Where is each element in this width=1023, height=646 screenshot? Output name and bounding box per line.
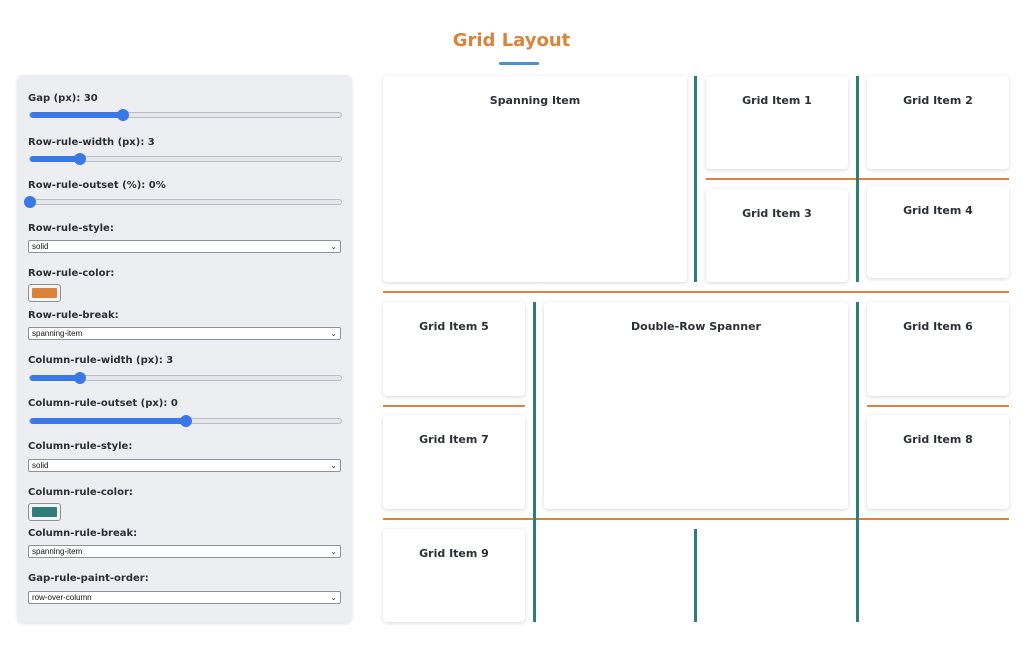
column-rule-style-select[interactable]: solid ⌄	[28, 459, 341, 472]
grid-card-4: Grid Item 4	[867, 186, 1009, 278]
gap-rule-paint-order-value: row-over-column	[32, 593, 92, 602]
row-rule-outset-label: Row-rule-outset (%): 0%	[28, 180, 166, 191]
column-rule-break-label: Column-rule-break:	[28, 528, 138, 539]
grid-card-2: Grid Item 2	[867, 76, 1009, 169]
column-rule	[694, 76, 697, 282]
card-title: Grid Item 4	[903, 204, 973, 217]
gap-rule-paint-order-label: Gap-rule-paint-order:	[28, 573, 149, 584]
chevron-down-icon: ⌄	[330, 593, 337, 602]
grid-card-7: Grid Item 7	[383, 415, 525, 509]
row-rule-break-select[interactable]: spanning-item ⌄	[28, 327, 341, 340]
card-title: Grid Item 8	[903, 433, 973, 446]
grid-card-8: Grid Item 8	[867, 415, 1009, 509]
row-rule-width-slider-thumb[interactable]	[73, 153, 86, 165]
column-rule-break-select[interactable]: spanning-item ⌄	[28, 545, 341, 558]
card-title: Grid Item 2	[903, 94, 973, 107]
column-rule-style-label: Column-rule-style:	[28, 441, 133, 452]
row-rule-color-chip	[32, 288, 57, 298]
row-rule-color-label: Row-rule-color:	[28, 268, 115, 279]
chevron-down-icon: ⌄	[330, 242, 337, 251]
row-rule-outset-slider[interactable]	[24, 196, 342, 208]
chevron-down-icon: ⌄	[330, 329, 337, 338]
card-title: Grid Item 9	[419, 547, 489, 560]
column-rule-outset-slider[interactable]	[29, 415, 342, 427]
row-rule-style-label: Row-rule-style:	[28, 223, 114, 234]
chevron-down-icon: ⌄	[330, 461, 337, 470]
card-title: Grid Item 6	[903, 320, 973, 333]
grid-card-5: Grid Item 5	[383, 302, 525, 396]
gap-slider[interactable]	[29, 109, 342, 121]
card-title: Grid Item 7	[419, 433, 489, 446]
row-rule	[383, 291, 1009, 293]
row-rule-style-select[interactable]: solid ⌄	[28, 240, 341, 253]
column-rule-outset-label: Column-rule-outset (px): 0	[28, 398, 178, 409]
row-rule	[383, 405, 525, 407]
column-rule	[533, 302, 536, 622]
chevron-down-icon: ⌄	[330, 547, 337, 556]
row-rule	[867, 405, 1009, 407]
column-rule-color-chip	[32, 507, 57, 517]
page-title: Grid Layout	[452, 30, 571, 51]
controls-panel: Gap (px): 30 Row-rule-width (px): 3 Row-…	[17, 75, 352, 623]
grid-card-double-row: Double-Row Spanner	[544, 302, 848, 509]
column-rule-width-slider-thumb[interactable]	[73, 372, 86, 384]
row-rule-outset-slider-thumb[interactable]	[24, 196, 36, 208]
column-rule-width-slider[interactable]	[29, 372, 342, 384]
gap-rule-paint-order-select[interactable]: row-over-column ⌄	[28, 591, 341, 604]
row-rule-width-slider[interactable]	[29, 153, 342, 165]
column-rule	[694, 529, 697, 622]
column-rule-style-value: solid	[32, 461, 49, 470]
grid-card-6: Grid Item 6	[867, 302, 1009, 396]
row-rule-break-label: Row-rule-break:	[28, 310, 119, 321]
row-rule-color-picker[interactable]	[28, 284, 61, 302]
card-title: Grid Item 1	[742, 94, 812, 107]
grid-card-spanning: Spanning Item	[383, 76, 687, 282]
column-rule-color-picker[interactable]	[28, 503, 61, 521]
column-rule-break-value: spanning-item	[32, 547, 83, 556]
card-title: Spanning Item	[489, 94, 581, 107]
grid-card-3: Grid Item 3	[706, 189, 848, 282]
card-title: Grid Item 3	[742, 207, 812, 220]
row-rule	[383, 518, 1009, 520]
grid-card-9: Grid Item 9	[383, 529, 525, 622]
row-rule-width-label: Row-rule-width (px): 3	[28, 137, 155, 148]
row-rule-break-value: spanning-item	[32, 329, 83, 338]
column-rule-outset-slider-thumb[interactable]	[179, 415, 192, 427]
column-rule-color-label: Column-rule-color:	[28, 487, 133, 498]
card-title: Double-Row Spanner	[631, 320, 761, 333]
column-rule-width-label: Column-rule-width (px): 3	[28, 355, 174, 366]
column-rule	[856, 76, 859, 282]
card-title: Grid Item 5	[419, 320, 489, 333]
gap-slider-thumb[interactable]	[117, 109, 130, 121]
column-rule	[856, 302, 859, 622]
row-rule-style-value: solid	[32, 242, 49, 251]
grid-card-1: Grid Item 1	[706, 76, 848, 169]
title-underline	[499, 62, 539, 65]
gap-label: Gap (px): 30	[28, 93, 98, 104]
